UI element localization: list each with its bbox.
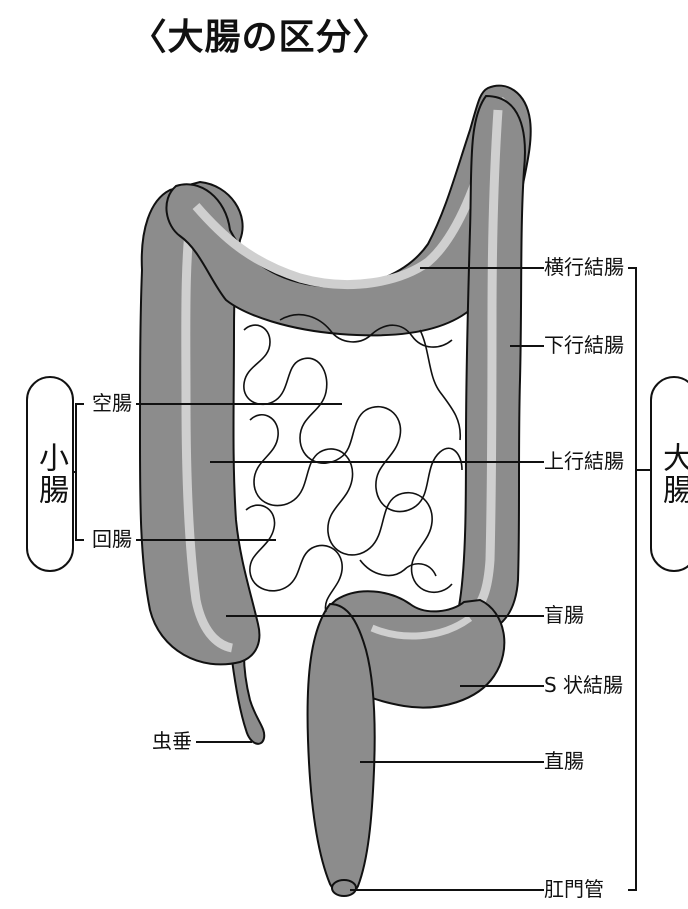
label-appendix: 虫垂: [152, 731, 192, 751]
label-ascending-colon: 上行結腸: [544, 451, 624, 471]
label-cecum: 盲腸: [544, 605, 584, 625]
label-rectum: 直腸: [544, 751, 584, 771]
label-sigmoid-colon: S 状結腸: [544, 675, 623, 695]
label-descending-colon: 下行結腸: [544, 335, 624, 355]
label-transverse-colon: 横行結腸: [544, 257, 624, 277]
label-ileum: 回腸: [92, 529, 132, 549]
large-intestine-group-label: 大腸: [652, 442, 688, 506]
anus-shape: [332, 880, 356, 896]
label-anal-canal: 肛門管: [544, 879, 604, 899]
label-jejunum: 空腸: [92, 393, 132, 413]
appendix-shape: [232, 655, 264, 744]
large-intestine-bracket: [628, 268, 636, 890]
small-intestine-loops: [244, 315, 462, 612]
rectum-shape: [308, 604, 375, 894]
small-intestine-group-label: 小腸: [28, 442, 72, 506]
large-intestine-group: 大腸: [650, 376, 688, 572]
small-intestine-bracket: [76, 404, 84, 540]
small-intestine-group: 小腸: [26, 376, 74, 572]
